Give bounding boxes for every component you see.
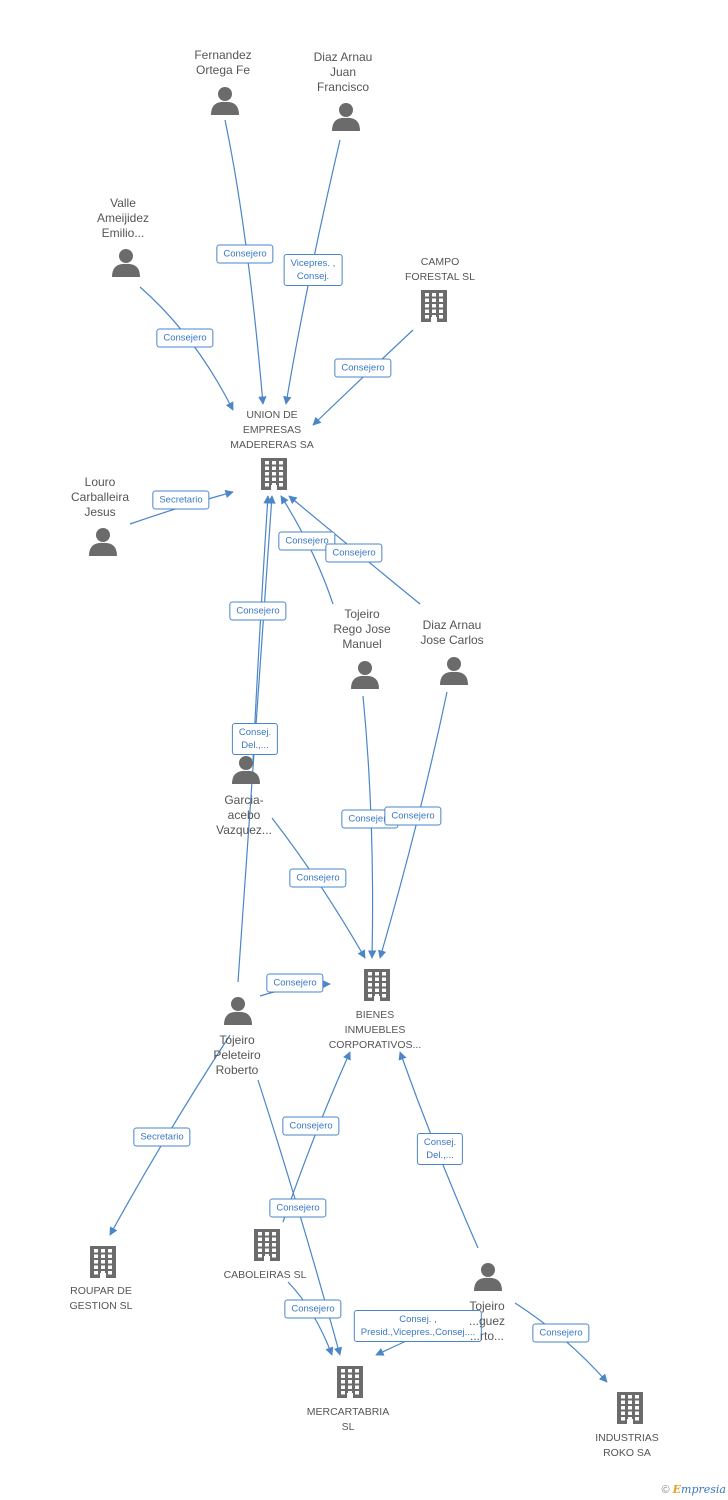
edge-label[interactable]: Consejero: [284, 1299, 342, 1319]
edge-label[interactable]: Consejero: [341, 809, 399, 829]
edge-label[interactable]: Consej. Del.,...: [231, 723, 279, 755]
building-icon[interactable]: [254, 1229, 280, 1261]
edge-label[interactable]: Consejero: [269, 1198, 327, 1218]
footer-brand: © Empresia: [661, 1483, 726, 1496]
person-name-label[interactable]: Tojeiro Peleteiro Roberto: [213, 1033, 261, 1077]
company-name-label[interactable]: ROUPAR DE GESTION SL: [69, 1285, 133, 1312]
person-name-label[interactable]: Tojeiro ...guez ...rto...: [468, 1299, 506, 1343]
edge-label[interactable]: Consejero: [278, 531, 336, 551]
person-name-label[interactable]: Fernandez Ortega Fe: [194, 48, 252, 77]
edge-line: [139, 286, 234, 411]
building-icon[interactable]: [617, 1392, 643, 1424]
building-icon[interactable]: [421, 290, 447, 322]
person-name-label[interactable]: Diaz Arnau Jose Carlos: [420, 618, 484, 647]
person-icon[interactable]: [211, 87, 239, 115]
copyright-symbol: ©: [661, 1484, 670, 1496]
person-name-label[interactable]: Diaz Arnau Juan Francisco: [313, 50, 373, 94]
edge-label[interactable]: Consejero: [229, 601, 287, 621]
person-icon[interactable]: [474, 1263, 502, 1291]
building-icon[interactable]: [364, 969, 390, 1001]
person-name-label[interactable]: Garcia- acebo Vazquez...: [216, 793, 272, 837]
person-icon[interactable]: [112, 249, 140, 277]
building-icon[interactable]: [337, 1366, 363, 1398]
edge-label[interactable]: Vicepres. , Consej.: [283, 254, 343, 286]
edge-label[interactable]: Consejero: [289, 868, 347, 888]
company-name-label[interactable]: CABOLEIRAS SL: [223, 1269, 307, 1281]
edge-label[interactable]: Secretario: [133, 1127, 191, 1147]
brand-logo: Empresia: [672, 1483, 726, 1496]
person-icon[interactable]: [232, 756, 260, 784]
company-name-label[interactable]: BIENES INMUEBLES CORPORATIVOS...: [328, 1009, 422, 1051]
person-icon[interactable]: [224, 997, 252, 1025]
person-icon[interactable]: [89, 528, 117, 556]
person-name-label[interactable]: Valle Ameijidez Emilio...: [96, 196, 150, 240]
edge-label[interactable]: Consejero: [325, 543, 383, 563]
edge-label[interactable]: Secretario: [152, 490, 210, 510]
edge-label[interactable]: Consejero: [384, 806, 442, 826]
edge-label[interactable]: Consej. Del.,...: [416, 1133, 464, 1165]
edge-line: [312, 329, 414, 426]
edge-label[interactable]: Consejero: [334, 358, 392, 378]
edge-label[interactable]: Consejero: [266, 973, 324, 993]
person-name-label[interactable]: Louro Carballeira Jesus: [70, 475, 130, 519]
person-icon[interactable]: [332, 103, 360, 131]
edge-line: [282, 1051, 351, 1223]
building-icon[interactable]: [90, 1246, 116, 1278]
edge-label[interactable]: Consejero: [532, 1323, 590, 1343]
edge-line: [287, 1281, 334, 1356]
person-icon[interactable]: [440, 657, 468, 685]
company-name-label[interactable]: UNION DE EMPRESAS MADERERAS SA: [230, 409, 314, 451]
building-icon[interactable]: [261, 458, 287, 490]
company-name-label[interactable]: MERCARTABRIA SL: [306, 1406, 390, 1433]
person-icon[interactable]: [351, 661, 379, 689]
company-name-label[interactable]: CAMPO FORESTAL SL: [404, 256, 476, 283]
edge-label[interactable]: Consejero: [282, 1116, 340, 1136]
edge-label[interactable]: Consejero: [216, 244, 274, 264]
edge-label[interactable]: Consej. , Presid.,Vicepres.,Consej....: [353, 1310, 483, 1342]
edge-line: [271, 817, 366, 959]
person-name-label[interactable]: Tojeiro Rego Jose Manuel: [333, 607, 391, 651]
edge-line: [252, 495, 272, 761]
company-name-label[interactable]: INDUSTRIAS ROKO SA: [595, 1432, 659, 1459]
edge-label[interactable]: Consejero: [156, 328, 214, 348]
